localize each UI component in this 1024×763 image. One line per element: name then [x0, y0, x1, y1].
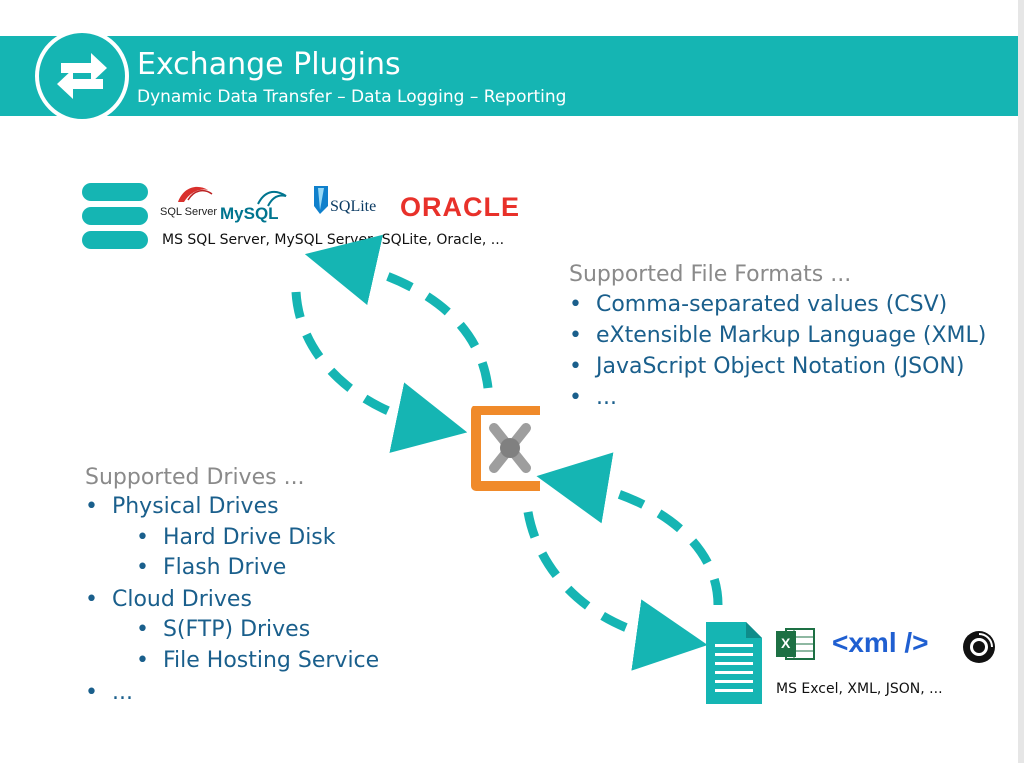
- database-icon: [82, 183, 148, 249]
- json-icon: [963, 631, 995, 663]
- arrow-files-to-hub: [536, 452, 723, 606]
- right-edge-divider: [1018, 0, 1024, 763]
- xml-logo: <xml />: [832, 627, 929, 659]
- file-format-item: • JavaScript Object Notation (JSON): [569, 354, 965, 379]
- files-caption: MS Excel, XML, JSON, ...: [776, 681, 943, 697]
- exchange-hub-icon: [471, 406, 540, 491]
- sqlite-label: SQLite: [330, 198, 377, 215]
- file-format-item: • eXtensible Markup Language (XML): [569, 323, 987, 348]
- drive-subitem: • S(FTP) Drives: [136, 617, 311, 642]
- file-format-item: • Comma-separated values (CSV): [569, 292, 948, 317]
- header-band: [0, 36, 1024, 116]
- excel-icon: X: [776, 627, 816, 661]
- file-format-item: • ...: [569, 385, 617, 410]
- excel-label: X: [781, 635, 791, 651]
- mysql-logo: MySQL: [220, 186, 290, 226]
- sql-server-logo: SQL Server: [160, 182, 220, 222]
- arrow-database-to-hub: [291, 291, 468, 453]
- drive-subitem: • Hard Drive Disk: [136, 525, 336, 550]
- swap-arrows-icon: [35, 29, 129, 123]
- drive-item: • Cloud Drives: [85, 587, 252, 612]
- page-subtitle: Dynamic Data Transfer – Data Logging – R…: [137, 87, 567, 107]
- mysql-label: MySQL: [220, 204, 279, 223]
- file-formats-heading: Supported File Formats ...: [569, 262, 852, 287]
- drive-subitem: • File Hosting Service: [136, 648, 380, 673]
- sqlite-logo: SQLite: [310, 184, 390, 224]
- drives-heading: Supported Drives ...: [85, 465, 305, 490]
- drive-item: • ...: [85, 680, 133, 705]
- drive-item: • Physical Drives: [85, 494, 279, 519]
- arrow-hub-to-database: [304, 234, 493, 389]
- arrow-hub-to-files: [523, 511, 708, 671]
- oracle-logo: ORACLE: [400, 192, 520, 222]
- document-icon: [706, 622, 762, 704]
- xml-label: <xml />: [832, 627, 929, 658]
- drive-subitem: • Flash Drive: [136, 555, 287, 580]
- page-title: Exchange Plugins: [137, 47, 401, 82]
- sql-server-label: SQL Server: [160, 206, 218, 218]
